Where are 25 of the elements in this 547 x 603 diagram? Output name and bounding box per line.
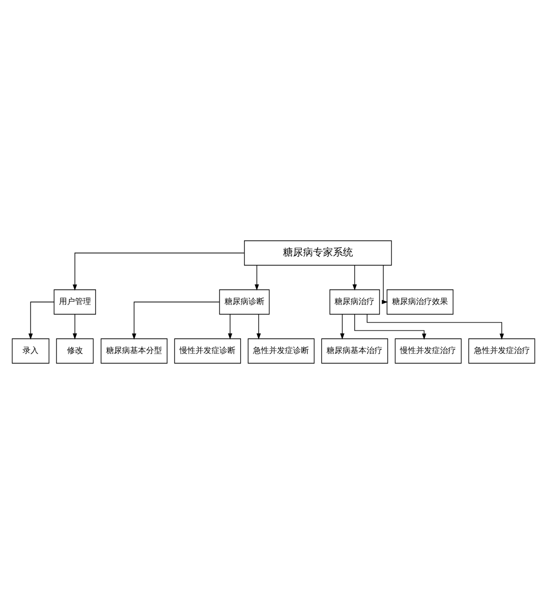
node-box: 慢性并发症治疗 [394, 338, 462, 364]
arrow [72, 314, 77, 340]
arrow [352, 264, 357, 290]
node-box: 修改 [56, 338, 94, 364]
node-box: 录入 [12, 338, 50, 364]
arrow [132, 301, 220, 340]
node-box: 糖尿病基本分型 [100, 338, 168, 364]
node-box: 急性并发症治疗 [468, 338, 536, 364]
arrow [228, 314, 232, 340]
node-box: 糖尿病基本治疗 [321, 338, 388, 364]
arrow [382, 264, 388, 304]
arrow [340, 314, 344, 340]
node-box: 用户管理 [54, 288, 96, 314]
arrow [254, 264, 259, 290]
node-box: 糖尿病治疗效果 [386, 288, 454, 314]
node-box: 糖尿病治疗 [330, 288, 380, 314]
arrow [366, 314, 504, 340]
arrow [354, 313, 426, 340]
node-box: 慢性并发症诊断 [174, 338, 241, 364]
arrow [256, 314, 261, 340]
arrow [72, 252, 245, 290]
node-box: 糖尿病专家系统 [244, 240, 392, 266]
node-box: 急性并发症诊断 [248, 338, 315, 364]
arrow [28, 301, 54, 340]
node-box: 糖尿病诊断 [219, 288, 270, 314]
